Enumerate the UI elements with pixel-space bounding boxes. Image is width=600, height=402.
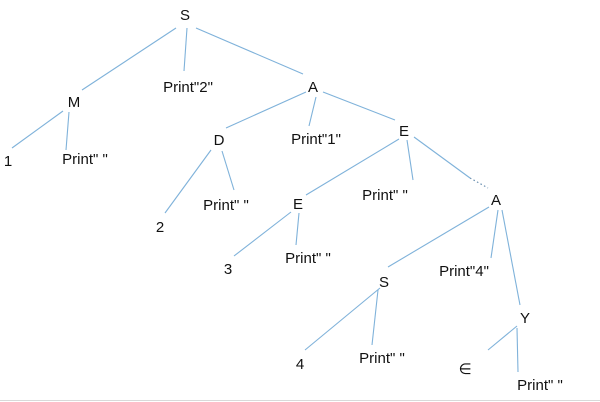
edge-E1-E2: [305, 138, 400, 196]
edge-A1-print1: [308, 96, 317, 127]
node-printS2: Print" ": [359, 350, 405, 367]
edge-E1-printE1: [406, 139, 414, 181]
edge-D-two: [164, 149, 212, 214]
edge-A2-Y: [501, 209, 521, 306]
edge-A1-E1: [322, 91, 396, 121]
edge-E1-A2: [413, 136, 471, 179]
tree-edges: [11, 27, 521, 373]
edge-S2-printS2: [371, 289, 379, 346]
edge-S_root-A1: [195, 27, 304, 75]
node-E1: E: [399, 123, 409, 140]
node-print2: Print"2": [163, 79, 213, 96]
edge-E2-printE2: [295, 212, 300, 246]
node-A1: A: [308, 79, 318, 96]
node-M: M: [68, 94, 81, 111]
edge-A2-print4: [490, 209, 499, 259]
edge-M-printM: [65, 111, 70, 151]
node-S_root: S: [180, 7, 190, 24]
node-one: 1: [4, 153, 12, 170]
node-epsilon: ∈: [458, 361, 471, 378]
node-D: D: [214, 132, 225, 149]
edge-D-printD: [221, 150, 235, 191]
edge-M-one: [11, 110, 64, 149]
edge-S_root-print2: [183, 27, 188, 72]
edge-A2-S2: [387, 206, 490, 268]
edge-dotted-marker: [469, 177, 489, 189]
node-A2: A: [491, 192, 501, 209]
edge-A1-D: [225, 91, 307, 129]
node-E2: E: [293, 196, 303, 213]
node-three: 3: [224, 261, 232, 278]
edge-S_root-M: [81, 27, 177, 91]
node-S2: S: [379, 274, 389, 291]
edge-S2-four: [304, 287, 381, 351]
edge-Y-printY: [516, 327, 519, 373]
node-printE1: Print" ": [362, 187, 408, 204]
node-printY: Print" ": [517, 377, 563, 394]
node-two: 2: [156, 219, 164, 236]
node-printM: Print" ": [62, 151, 108, 168]
node-print4: Print"4": [439, 263, 489, 280]
edge-E2-three: [233, 211, 292, 257]
node-printE2: Print" ": [285, 250, 331, 267]
edge-Y-epsilon: [487, 325, 518, 351]
node-printD: Print" ": [203, 197, 249, 214]
node-print1: Print"1": [291, 131, 341, 148]
node-Y: Y: [520, 310, 530, 327]
node-four: 4: [296, 356, 304, 373]
